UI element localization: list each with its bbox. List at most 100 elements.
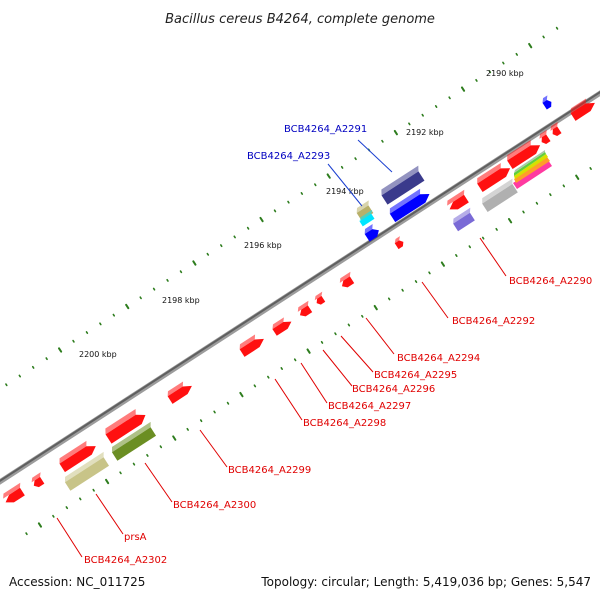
major-tick	[575, 174, 580, 180]
gene-feature-prsa[interactable]	[64, 451, 110, 491]
gene-feature[interactable]	[542, 95, 552, 110]
gene-feature[interactable]	[359, 209, 375, 227]
gene-label-a2296[interactable]: BCB4264_A2296	[352, 384, 435, 395]
gene-label-a2299[interactable]: BCB4264_A2299	[228, 465, 311, 476]
gene-label-a2297[interactable]: BCB4264_A2297	[328, 401, 411, 412]
minor-tick	[448, 96, 451, 100]
gene-feature[interactable]	[394, 236, 404, 250]
gene-feature-multicolor[interactable]	[513, 150, 552, 189]
major-tick	[259, 216, 264, 223]
minor-tick	[515, 52, 518, 56]
gene-label-a2298[interactable]: BCB4264_A2298	[303, 418, 386, 429]
major-tick	[326, 173, 331, 179]
gene-feature[interactable]	[482, 178, 518, 212]
gene-feature[interactable]	[539, 129, 551, 145]
gene-feature[interactable]	[239, 334, 264, 357]
minor-tick	[45, 357, 48, 361]
gene-feature[interactable]	[297, 300, 313, 317]
gene-label-a2302[interactable]: BCB4264_A2302	[84, 555, 167, 566]
minor-tick	[414, 280, 418, 284]
minor-tick	[589, 167, 592, 170]
minor-tick	[99, 322, 102, 326]
minor-tick	[495, 227, 498, 231]
gene-feature[interactable]	[59, 440, 96, 473]
gene-label-a2293[interactable]: BCB4264_A2293	[247, 151, 330, 162]
tick-label-2192: 2192 kbp	[406, 128, 444, 137]
major-tick	[192, 260, 197, 266]
minor-tick	[354, 157, 357, 161]
gene-feature[interactable]	[550, 121, 562, 137]
gene-label-a2291[interactable]: BCB4264_A2291	[284, 124, 367, 135]
minor-tick	[401, 288, 404, 292]
gene-feature[interactable]	[31, 472, 45, 488]
minor-tick	[179, 270, 183, 274]
gene-feature[interactable]	[477, 162, 511, 192]
tick-label-2196: 2196 kbp	[244, 241, 282, 250]
major-tick	[172, 435, 177, 441]
minor-tick	[280, 367, 283, 370]
minor-tick	[562, 184, 566, 188]
minor-tick	[85, 331, 89, 335]
minor-tick	[555, 26, 559, 30]
minor-tick	[5, 383, 8, 387]
minor-tick	[246, 226, 250, 230]
minor-tick	[226, 401, 230, 405]
gene-feature-a2293[interactable]	[364, 224, 379, 242]
minor-tick	[455, 253, 458, 257]
topology-text: Topology: circular; Length: 5,419,036 bp…	[260, 575, 591, 589]
minor-tick	[18, 374, 22, 378]
gene-feature[interactable]	[356, 200, 374, 221]
major-tick	[239, 391, 244, 398]
genome-backbone	[0, 90, 600, 485]
minor-tick	[119, 471, 122, 475]
major-tick	[105, 478, 110, 485]
minor-tick	[434, 105, 438, 108]
gene-label-a2294[interactable]: BCB4264_A2294	[397, 353, 480, 364]
minor-tick	[535, 201, 539, 205]
minor-tick	[273, 209, 277, 213]
major-tick	[460, 86, 466, 92]
gene-feature[interactable]	[453, 207, 475, 232]
major-tick	[37, 522, 43, 528]
minor-tick	[475, 78, 478, 82]
major-tick	[57, 347, 63, 353]
gene-feature[interactable]	[447, 189, 469, 210]
gene-label-prsa[interactable]: prsA	[124, 532, 147, 543]
minor-tick	[387, 297, 391, 301]
gene-feature-a2302[interactable]	[3, 482, 25, 503]
gene-label-a2300[interactable]: BCB4264_A2300	[173, 500, 256, 511]
minor-tick	[233, 235, 236, 239]
minor-tick	[186, 427, 189, 431]
gene-labels: BCB4264_A2291 BCB4264_A2293 BCB4264_A229…	[84, 124, 592, 566]
gene-feature[interactable]	[389, 188, 430, 223]
major-tick	[528, 42, 533, 49]
gene-feature-a2291[interactable]	[381, 165, 425, 205]
minor-tick	[139, 296, 142, 300]
minor-tick	[206, 252, 210, 256]
gene-feature[interactable]	[507, 139, 541, 169]
minor-tick	[408, 122, 411, 126]
gene-feature[interactable]	[570, 98, 595, 121]
minor-tick	[381, 139, 384, 143]
gene-label-a2292[interactable]: BCB4264_A2292	[452, 316, 535, 327]
gene-feature[interactable]	[272, 317, 292, 336]
gene-feature[interactable]	[339, 271, 355, 288]
minor-tick	[152, 287, 156, 291]
minor-tick	[361, 314, 364, 318]
gene-feature-a2300[interactable]	[111, 421, 157, 461]
minor-tick	[92, 488, 95, 492]
tick-label-2198: 2198 kbp	[162, 296, 200, 305]
map-title: Bacillus cereus B4264, complete genome	[165, 12, 435, 27]
gene-feature[interactable]	[314, 291, 326, 305]
kbp-labels: 2190 kbp 2192 kbp 2194 kbp 2196 kbp 2198…	[79, 69, 524, 359]
minor-tick	[542, 35, 545, 39]
gene-feature[interactable]	[167, 381, 192, 404]
gene-label-a2290[interactable]: BCB4264_A2290	[509, 276, 592, 287]
gene-feature[interactable]	[105, 408, 146, 444]
major-tick	[440, 261, 445, 267]
minor-tick	[502, 61, 505, 65]
gene-label-a2295[interactable]: BCB4264_A2295	[374, 370, 457, 381]
tick-label-2200: 2200 kbp	[79, 350, 117, 359]
minor-tick	[287, 200, 290, 204]
